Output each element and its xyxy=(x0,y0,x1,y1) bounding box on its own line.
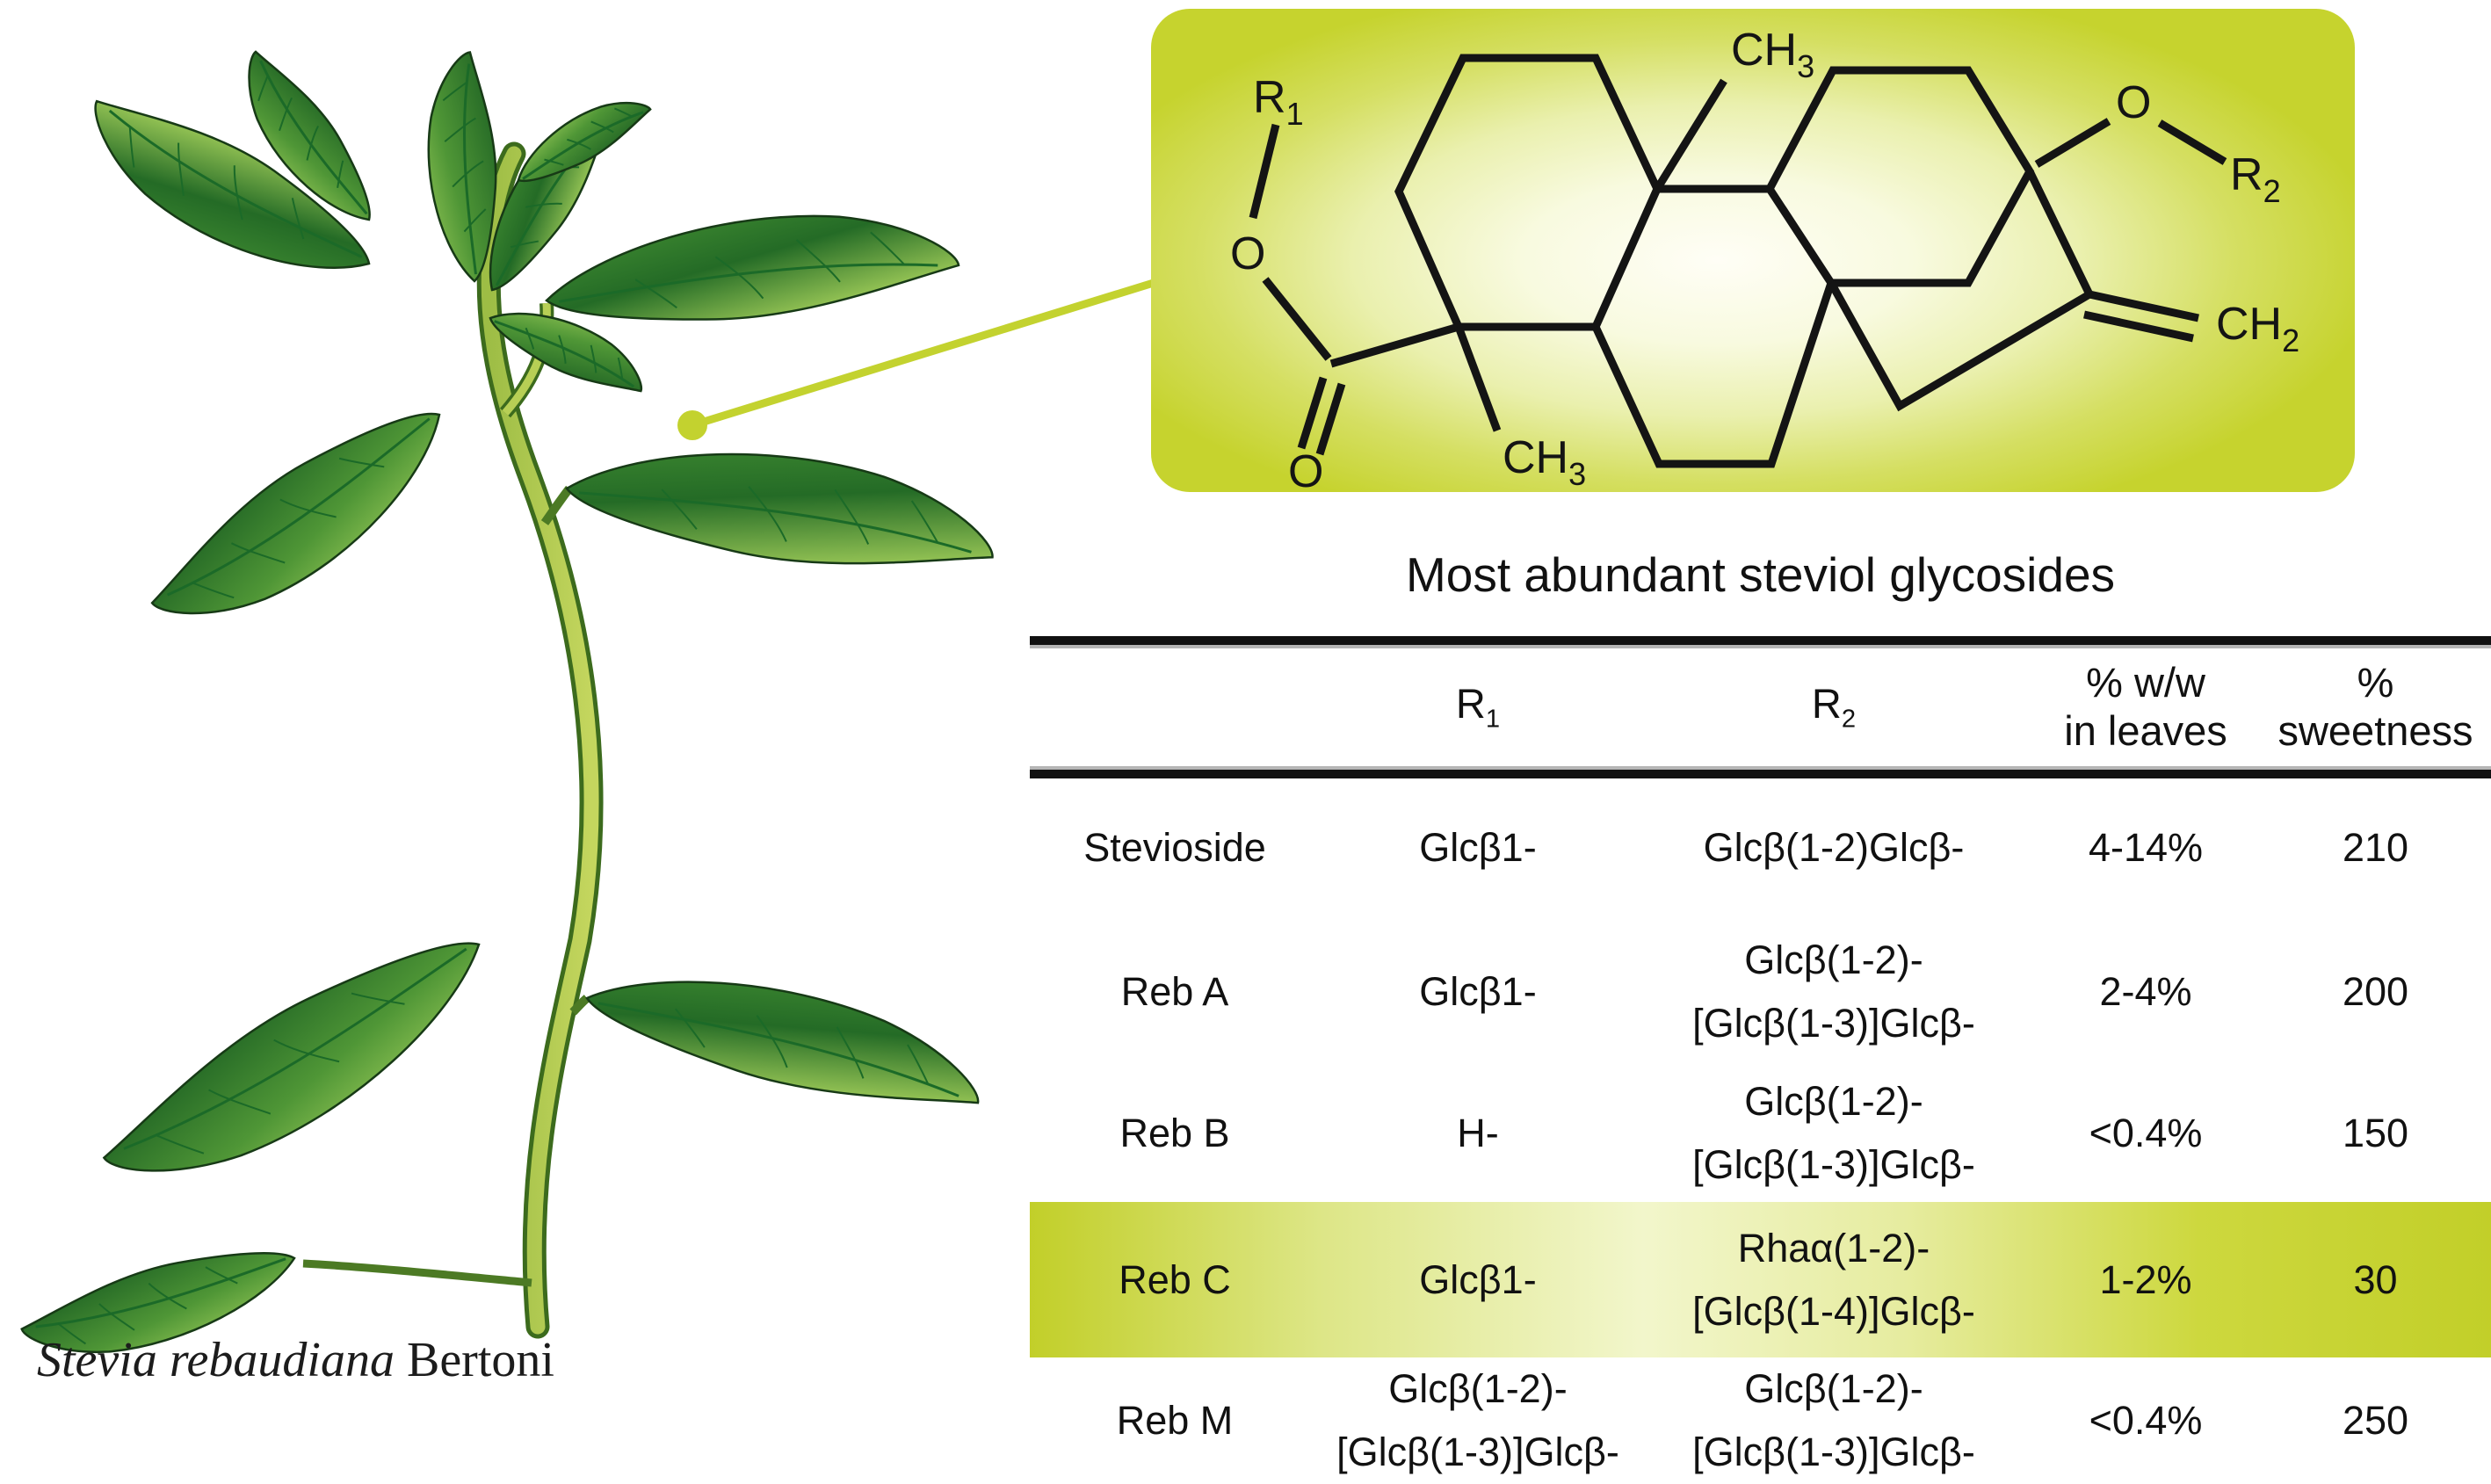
methylene-label: CH2 xyxy=(2216,299,2299,358)
cell-r1: H- xyxy=(1457,1111,1499,1155)
cell-r2: Glcβ(1-2)-[Glcβ(1-3)]Glcβ- xyxy=(1692,937,1975,1046)
r2-label: R2 xyxy=(2230,149,2281,209)
cell-name: Reb A xyxy=(1120,968,1229,1014)
carbonyl-oxygen-label: O xyxy=(1288,446,1323,492)
cell-r1: Glcβ1- xyxy=(1419,825,1537,870)
steviol-skeleton: R1 O O CH3 CH3 O R2 CH2 xyxy=(1230,25,2299,492)
cell-r2: Glcβ(1-2)-[Glcβ(1-3)]Glcβ- xyxy=(1692,1366,1975,1474)
cell-r2: Rhaα(1-2)-[Glcβ(1-4)]Glcβ- xyxy=(1692,1225,1975,1334)
header-sweetness: %sweetness xyxy=(2277,659,2473,754)
species-label: Stevia rebaudiana Bertoni xyxy=(37,1332,554,1388)
r1-label: R1 xyxy=(1253,72,1304,132)
cell-ww: 4-14% xyxy=(2088,825,2204,870)
leaf xyxy=(539,192,962,345)
stem xyxy=(302,141,604,1339)
cell-ww: <0.4% xyxy=(2089,1111,2203,1155)
leaf xyxy=(139,379,470,662)
table-row-reb-c-highlighted: Reb C Glcβ1- Rhaα(1-2)-[Glcβ(1-4)]Glcβ- … xyxy=(1030,1202,2491,1357)
cell-name: Reb B xyxy=(1119,1111,1230,1155)
leaf xyxy=(90,901,510,1227)
cell-r1: Glcβ1- xyxy=(1419,1256,1537,1302)
header-r1: R1 xyxy=(1455,679,1501,734)
cell-sweetness: 150 xyxy=(2342,1111,2409,1155)
table-row-reb-m: Reb M Glcβ(1-2)-[Glcβ(1-3)]Glcβ- Glcβ(1-… xyxy=(1030,1357,2491,1484)
stevia-plant-illustration xyxy=(0,0,1184,1423)
table-row-reb-b: Reb B H- Glcβ(1-2)-[Glcβ(1-3)]Glcβ- <0.4… xyxy=(1030,1065,2491,1202)
cell-sweetness: 200 xyxy=(2342,968,2409,1014)
cell-sweetness: 250 xyxy=(2342,1398,2409,1443)
cell-ww: <0.4% xyxy=(2089,1398,2203,1443)
table-rule-top xyxy=(1030,636,2491,648)
header-r2: R2 xyxy=(1811,679,1857,734)
cell-ww: 1-2% xyxy=(2099,1256,2192,1302)
cell-r1: Glcβ1- xyxy=(1419,968,1537,1014)
table-row-stevioside: Stevioside Glcβ1- Glcβ(1-2)Glcβ- 4-14% 2… xyxy=(1030,778,2491,918)
cell-r1: Glcβ(1-2)-[Glcβ(1-3)]Glcβ- xyxy=(1336,1366,1619,1474)
cell-name: Reb C xyxy=(1119,1256,1231,1302)
cell-r2: Glcβ(1-2)-[Glcβ(1-3)]Glcβ- xyxy=(1692,1079,1975,1187)
cell-name: Stevioside xyxy=(1083,825,1266,870)
species-name-italic: Stevia rebaudiana xyxy=(37,1333,395,1387)
leaf xyxy=(578,952,992,1124)
cell-name: Reb M xyxy=(1116,1398,1234,1443)
table-rule-mid xyxy=(1030,766,2491,778)
ester-oxygen-label: O xyxy=(1230,228,1265,279)
methyl-bottom-label: CH3 xyxy=(1503,432,1586,492)
callout-dot xyxy=(677,410,707,440)
steviol-structure-panel: R1 O O CH3 CH3 O R2 CH2 xyxy=(1151,9,2355,492)
table-row-reb-a: Reb A Glcβ1- Glcβ(1-2)-[Glcβ(1-3)]Glcβ- … xyxy=(1030,918,2491,1065)
ether-oxygen-label: O xyxy=(2116,77,2151,128)
table-title: Most abundant steviol glycosides xyxy=(1405,547,2116,602)
callout-line xyxy=(691,270,1184,430)
cell-sweetness: 30 xyxy=(2353,1256,2398,1302)
species-authority: Bertoni xyxy=(394,1333,554,1387)
leaf-callout-source xyxy=(561,435,1000,582)
leaves xyxy=(17,43,1001,1381)
cell-r2: Glcβ(1-2)Glcβ- xyxy=(1703,825,1965,870)
cell-ww: 2-4% xyxy=(2099,968,2192,1014)
cell-sweetness: 210 xyxy=(2342,825,2409,870)
methyl-top-label: CH3 xyxy=(1731,25,1814,84)
glycoside-table: Most abundant steviol glycosides R1 R2 %… xyxy=(1030,527,2491,1474)
